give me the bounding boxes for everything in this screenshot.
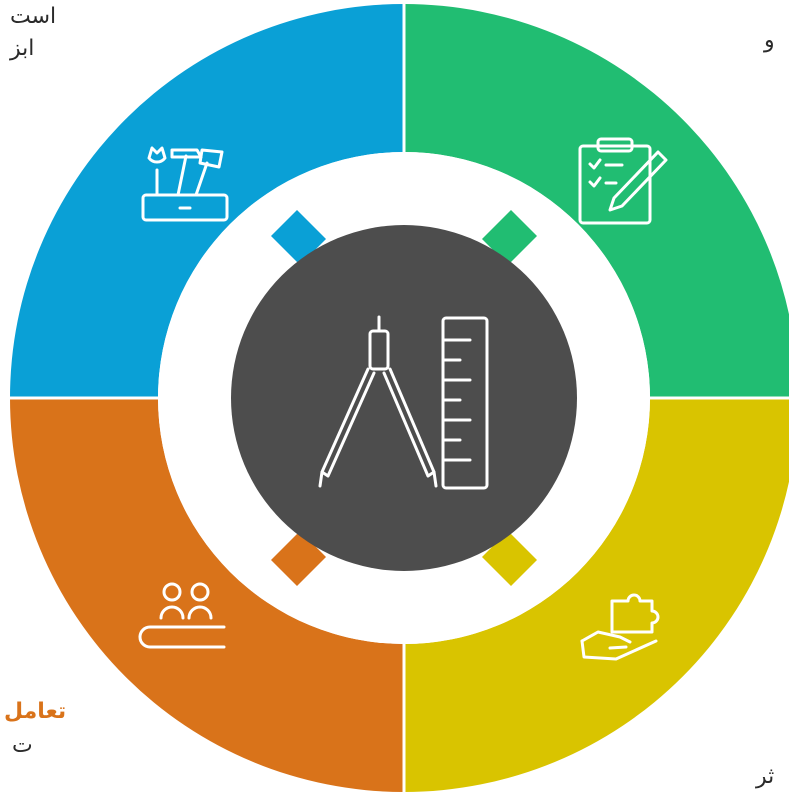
segment-top-left <box>10 4 404 398</box>
compass-and-ruler-icon <box>318 315 489 490</box>
text-fragment-bottom-left-title: تعامل <box>4 699 67 724</box>
puzzle-hand-icon <box>580 593 660 661</box>
connector-top-left <box>271 210 326 265</box>
clipboard-checklist-icon <box>578 137 668 225</box>
text-fragment-top-left-2: ابز <box>10 36 35 61</box>
segment-top-right <box>404 4 789 398</box>
text-fragment-bottom-left-body: ت <box>12 733 33 758</box>
people-collaboration-icon <box>138 582 226 649</box>
connector-bottom-right <box>482 531 537 586</box>
connector-bottom-left <box>271 531 326 586</box>
connector-top-right <box>482 210 537 265</box>
text-fragment-bottom-right: ثر <box>756 764 775 789</box>
segment-bottom-right <box>404 398 789 792</box>
toolbox-icon <box>141 146 229 222</box>
text-fragment-top-right: و <box>764 28 775 53</box>
text-fragment-top-left-1: است <box>10 4 57 29</box>
